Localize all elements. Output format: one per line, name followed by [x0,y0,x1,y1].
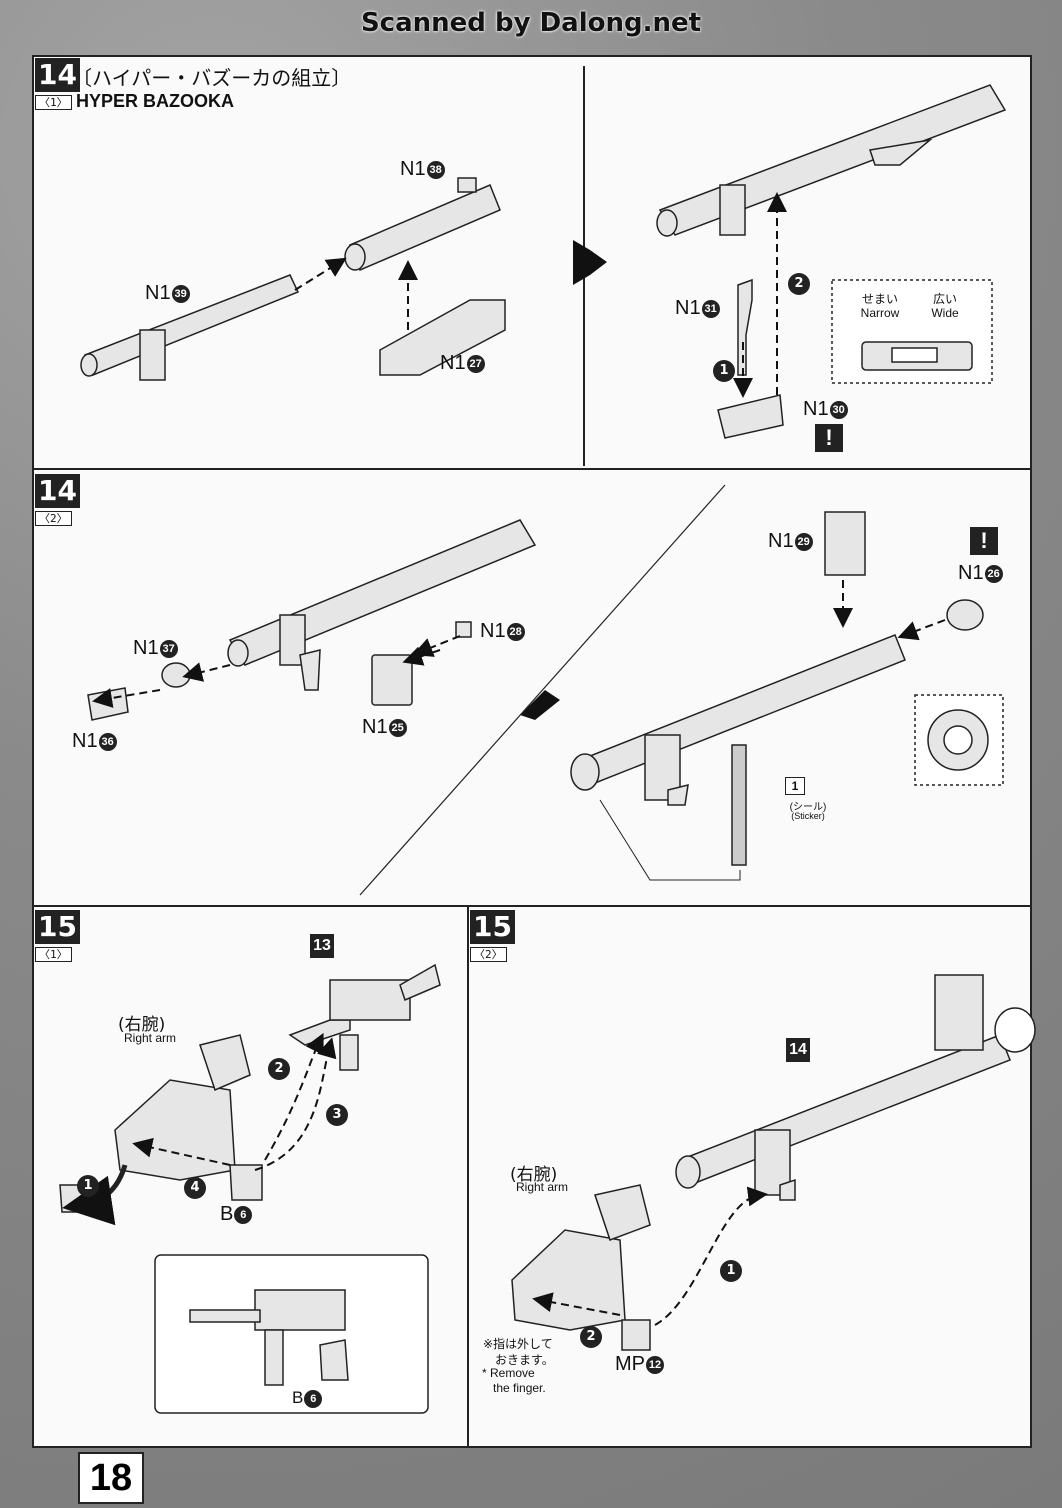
trigger-part [737,278,753,376]
part-prefix: N1 [480,620,506,642]
bazooka-15-2 [675,974,1036,1201]
grip-part [717,394,784,439]
order-mark: 2 [788,273,810,295]
part-number: 25 [388,718,407,737]
right-arm-label-jp: (右腕) [510,1165,558,1185]
caution-icon: ! [815,424,843,452]
part-number: 12 [646,1355,664,1374]
part-prefix: N1 [803,398,829,420]
part-prefix: N1 [362,716,388,738]
part-number: 26 [984,564,1003,583]
order-mark: 1 [720,1260,742,1282]
order-mark: 4 [184,1177,206,1199]
bracket-part [379,299,506,376]
rifle-inset [189,1289,349,1386]
sticker-label-en: (Sticker) [791,811,825,821]
substep-label: 〈2〉 [470,947,507,962]
step-number: 14 [35,474,80,508]
part-prefix: B [220,1203,234,1225]
part-prefix: N1 [145,282,171,304]
part-prefix: N1 [400,158,426,180]
divider [32,468,1032,470]
step-title-jp: 〔ハイパー・バズーカの組立〕 [72,66,352,90]
bazooka-assembled-2 [570,511,984,866]
sticker-number: 1 [785,777,805,795]
watermark: Scanned by Dalong.net [360,8,702,38]
order-mark: 1 [713,360,735,382]
part-number: 6 [234,1205,253,1224]
divider [32,905,1032,907]
part-prefix: N1 [440,352,466,374]
right-arm-label-en: Right arm [123,1031,176,1045]
part-number: 30 [829,400,848,419]
wide-label-en: Wide [931,306,959,320]
step-reference-box: 14 [786,1038,810,1062]
part-number: 28 [506,622,525,641]
part-prefix: B [292,1388,304,1407]
right-arm-15-1 [114,1034,251,1181]
part-number: 38 [426,160,445,179]
step-reference-box: 13 [310,934,334,958]
part-number: 27 [466,354,485,373]
part-number: 37 [159,639,178,658]
narrow-label-en: Narrow [860,306,900,320]
part-number: 39 [171,284,190,303]
right-arm-label-jp: (右腕) [118,1015,166,1035]
order-mark: 2 [268,1058,290,1080]
step-number: 15 [470,910,515,944]
narrow-label-jp: せまい [861,292,898,306]
part-prefix: N1 [133,637,159,659]
page-number: 18 [78,1452,144,1504]
sticker-label-jp: (シール) [789,802,827,813]
order-mark: 3 [326,1104,348,1126]
hand-part [229,1164,263,1201]
hand-part [621,1319,651,1351]
part-prefix: N1 [958,562,984,584]
divider [467,905,469,1448]
part-number: 36 [98,732,117,751]
order-mark: 2 [580,1326,602,1348]
step-number: 14 [35,58,80,92]
remove-finger-note-jp: おきます。 [495,1353,554,1367]
remove-finger-note-en: * Remove [482,1366,535,1380]
substep-label: 〈1〉 [35,947,72,962]
beam-rifle-15-1 [288,963,441,1071]
part-prefix: N1 [72,730,98,752]
bazooka-tube-part [80,274,300,381]
order-mark: 1 [77,1175,99,1197]
part-number: 31 [701,299,720,318]
substep-label: 〈1〉 [35,95,72,110]
wide-label-jp: 広い [932,292,957,306]
substep-label: 〈2〉 [35,511,72,526]
remove-finger-note-jp: ※指は外して [483,1337,553,1351]
part-prefix: N1 [768,530,794,552]
right-arm-label-en: Right arm [515,1180,568,1194]
part-prefix: N1 [675,297,701,319]
bazooka-barrel-part [344,177,501,271]
assembled-bazooka [656,84,1007,237]
part-number: 6 [304,1389,323,1408]
part-number: 29 [794,532,813,551]
step-number: 15 [35,910,80,944]
part-prefix: MP [615,1353,645,1375]
caution-icon: ! [970,527,998,555]
step-title-en: HYPER BAZOOKA [76,91,235,111]
remove-finger-note-en: the finger. [493,1381,546,1395]
